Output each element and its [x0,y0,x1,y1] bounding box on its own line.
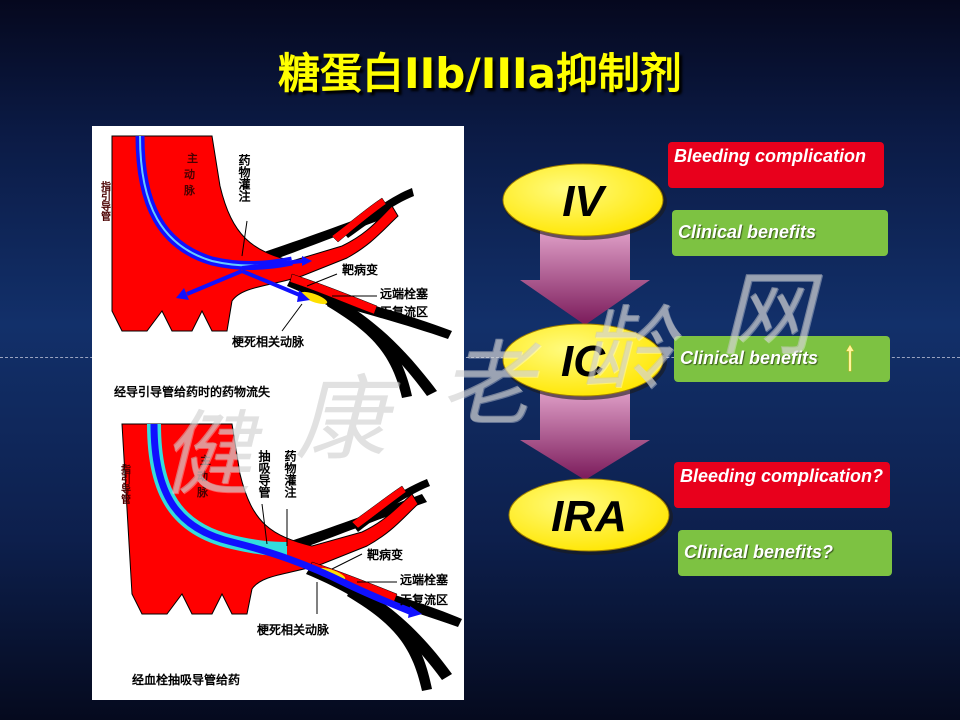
slide-title: 糖蛋白IIb/IIIa抑制剂 [278,49,682,98]
top-ira-label: 梗死相关动脉 [232,334,305,349]
diagram-top-svg: 主 动 脉 指引导管 药物灌注 靶病变 远端栓塞 无复流区 梗死相关动脉 经导引… [99,135,452,399]
watermark-char-5: 网 [720,261,813,368]
top-aorta-label-1: 主 [187,151,198,165]
bottom-aorta-label-1: 主 [200,453,211,467]
route-ira-ellipse [508,478,670,552]
top-noreflow-label: 无复流区 [379,304,428,319]
down-arrow-1 [520,230,650,325]
bottom-infusion-label: 药物灌注 [283,449,297,499]
route-iv-label: IV [562,177,607,226]
ira-bleeding-text: Bleeding complication? [680,466,884,486]
ira-bleeding-box: Bleeding complication? [674,462,890,508]
watermark-char-3: 老 [440,331,533,438]
dashed-guide-line [0,357,960,358]
route-iv-ellipse [502,163,664,237]
top-aorta-label-3: 脉 [183,183,196,197]
route-flow: IV IC IRA [502,163,673,555]
diagram-bottom-svg: 主 动 脉 指引导管 抽吸导管 药物灌注 靶病变 远端栓塞 无复流区 梗死相关动… [119,423,462,691]
watermark-char-4: 龄 [580,296,673,403]
bottom-ira-label: 梗死相关动脉 [257,622,330,637]
bottom-caption: 经血栓抽吸导管给药 [132,672,240,687]
iv-benefit-box: Clinical benefits [672,210,888,256]
watermark-char-2: 康 [295,366,388,473]
bottom-distal-label: 远端栓塞 [400,572,449,587]
top-caption: 经导引导管给药时的药物流失 [114,384,271,399]
watermark-char-1: 健 [160,401,253,508]
ira-benefit-box: Clinical benefits? [678,530,892,576]
route-ira-label: IRA [551,492,627,541]
iv-benefit-text: Clinical benefits [678,222,817,242]
route-ic-ellipse [502,323,664,397]
iv-bleeding-text: Bleeding complication [674,146,867,166]
ic-benefit-text: Clinical benefits [680,348,819,368]
bottom-aspiration-label: 抽吸导管 [257,449,271,499]
diagram-top-panel: 主 动 脉 指引导管 药物灌注 靶病变 远端栓塞 无复流区 梗死相关动脉 经导引… [92,126,464,416]
bottom-lesion-label: 靶病变 [367,547,403,562]
top-aorta-label-2: 动 [184,167,195,181]
bottom-noreflow-label: 无复流区 [399,592,448,607]
route-ic-label: IC [561,337,606,386]
ira-benefit-text: Clinical benefits? [684,542,834,562]
top-lesion-label: 靶病变 [342,262,378,277]
top-distal-label: 远端栓塞 [380,286,429,301]
iv-bleeding-box: Bleeding complication [668,142,884,188]
bottom-aorta-label-2: 动 [197,469,208,483]
top-guide-label: 指引导管 [99,180,111,222]
up-arrow-icon [846,344,854,372]
diagram-bottom-panel: 主 动 脉 指引导管 抽吸导管 药物灌注 靶病变 远端栓塞 无复流区 梗死相关动… [92,414,464,700]
bottom-guide-label: 指引导管 [119,463,131,505]
bottom-aorta-label-3: 脉 [196,485,209,499]
ic-benefit-box: Clinical benefits [674,336,890,382]
down-arrow-2 [520,390,650,480]
top-infusion-label: 药物灌注 [237,153,251,203]
